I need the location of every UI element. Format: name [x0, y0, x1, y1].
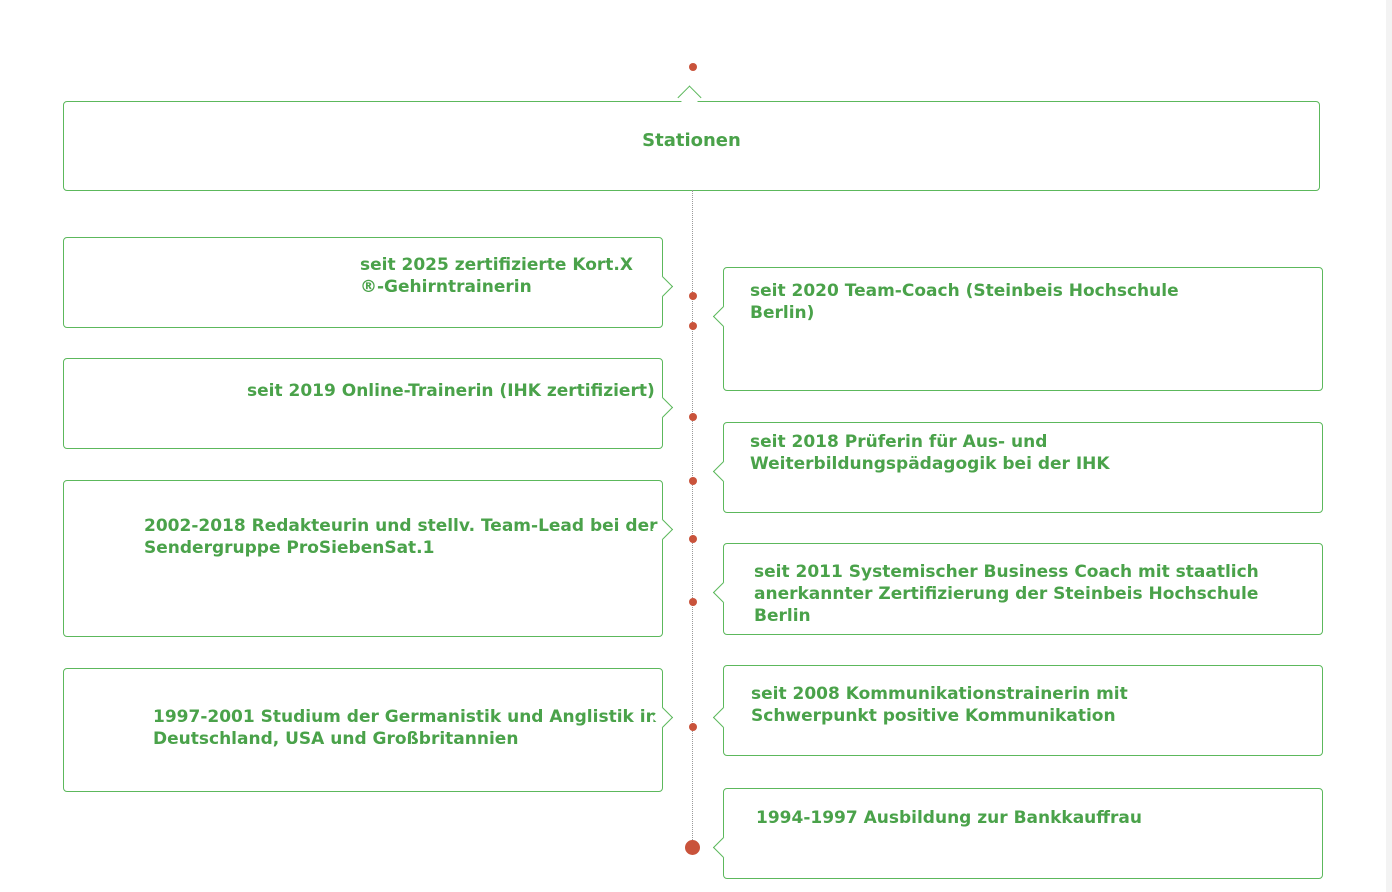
timeline-entry-right-2020: seit 2020 Team-Coach (Steinbeis Hochschu… [723, 267, 1323, 391]
timeline-entry-right-2011: seit 2011 Systemischer Business Coach mi… [723, 543, 1323, 635]
timeline-dot [689, 723, 697, 731]
entry-text-line: seit 2018 Prüferin für Aus- und [750, 432, 1048, 452]
timeline-end-dot [685, 840, 700, 855]
entry-text-line: Weiterbildungspädagogik bei der IHK [750, 454, 1110, 474]
entry-text-line: 1997-2001 Studium der Germanistik und An… [153, 707, 658, 727]
timeline-entry-right-2018: seit 2018 Prüferin für Aus- und Weiterbi… [723, 422, 1323, 513]
timeline-entry-left-2002: 2002-2018 Redakteurin und stellv. Team-L… [63, 480, 663, 637]
timeline-dot [689, 477, 697, 485]
timeline-dot [689, 598, 697, 606]
entry-text-line: seit 2008 Kommunikationstrainerin mit [751, 684, 1128, 704]
stations-title: Stationen [642, 130, 741, 151]
timeline-start-dot [689, 63, 697, 71]
entry-text-line: Deutschland, USA und Großbritannien [153, 729, 519, 749]
entry-text-line: seit 2011 Systemischer Business Coach mi… [754, 562, 1259, 582]
timeline-entry-right-2008: seit 2008 Kommunikationstrainerin mit Sc… [723, 665, 1323, 756]
entry-text-line: seit 2019 Online-Trainerin (IHK zertifiz… [247, 381, 655, 401]
entry-text-line: Berlin) [750, 303, 815, 323]
timeline-entry-right-1994: 1994-1997 Ausbildung zur Bankkauffrau [723, 788, 1323, 879]
timeline-dot [689, 413, 697, 421]
scrollbar-edge [1386, 0, 1392, 892]
entry-text-line: seit 2020 Team-Coach (Steinbeis Hochschu… [750, 281, 1179, 301]
entry-text-line: anerkannter Zertifizierung der Steinbeis… [754, 584, 1259, 604]
timeline-entry-left-2025: seit 2025 zertifizierte Kort.X ®-Gehirnt… [63, 237, 663, 328]
entry-text-line: Schwerpunkt positive Kommunikation [751, 706, 1116, 726]
entry-text-line: Sendergruppe ProSiebenSat.1 [144, 538, 435, 558]
timeline-entry-left-1997: 1997-2001 Studium der Germanistik und An… [63, 668, 663, 792]
entry-text-line: ®-Gehirntrainerin [360, 277, 532, 297]
stations-header-box: Stationen [63, 101, 1320, 191]
timeline-dot [689, 535, 697, 543]
timeline-dot [689, 322, 697, 330]
timeline-dot [689, 292, 697, 300]
entry-text-line: Berlin [754, 606, 811, 626]
entry-text-line: 1994-1997 Ausbildung zur Bankkauffrau [756, 808, 1143, 828]
timeline-entry-left-2019: seit 2019 Online-Trainerin (IHK zertifiz… [63, 358, 663, 449]
entry-text-line: seit 2025 zertifizierte Kort.X [360, 255, 633, 275]
timeline-line [692, 190, 693, 850]
entry-text-line: 2002-2018 Redakteurin und stellv. Team-L… [144, 516, 658, 536]
